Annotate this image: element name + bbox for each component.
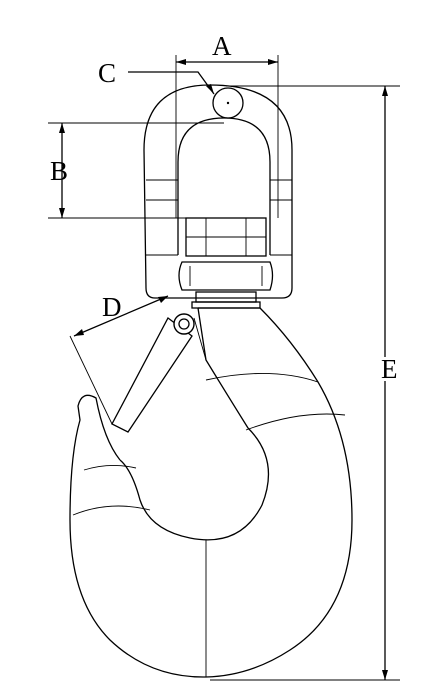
dimension-e bbox=[210, 85, 400, 681]
label-a: A bbox=[212, 31, 232, 61]
dimension-d bbox=[69, 295, 169, 425]
dimension-a bbox=[175, 55, 279, 218]
hook-body bbox=[69, 307, 353, 678]
label-b: B bbox=[50, 156, 68, 186]
label-e: E bbox=[381, 354, 398, 384]
swivel-eye bbox=[143, 84, 293, 299]
swivel-nut bbox=[178, 217, 274, 309]
dimension-b bbox=[48, 122, 224, 219]
label-d: D bbox=[102, 292, 122, 322]
label-c: C bbox=[98, 58, 116, 88]
safety-latch bbox=[111, 313, 207, 433]
dimension-c bbox=[128, 71, 215, 95]
